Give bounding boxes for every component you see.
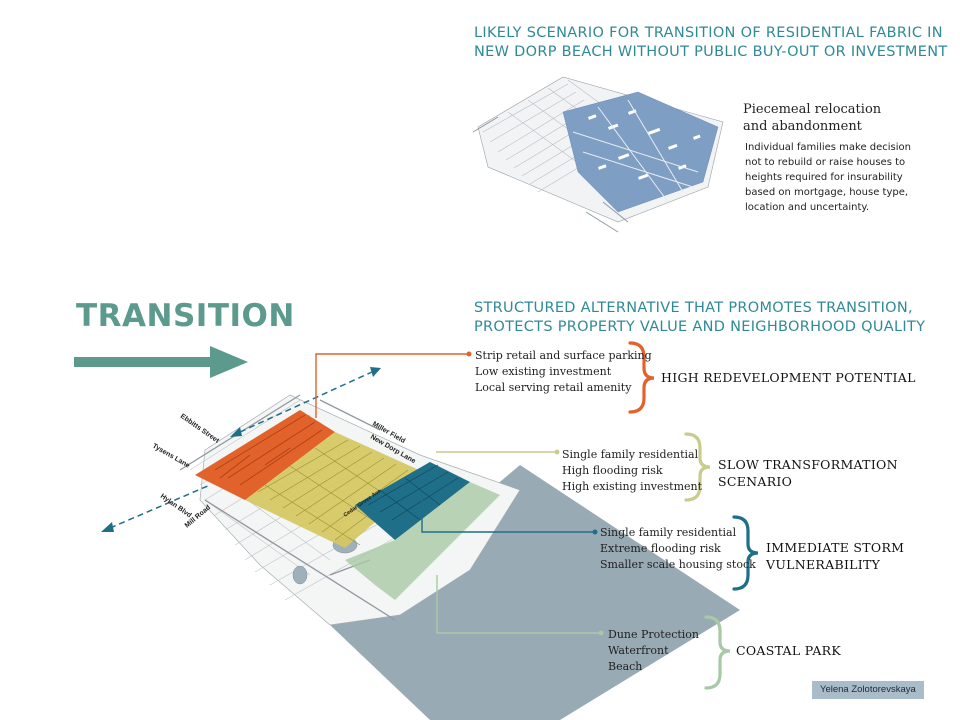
zone-blue-category: IMMEDIATE STORM VULNERABILITY: [766, 539, 904, 573]
zone-yellow-category: SLOW TRANSFORMATION SCENARIO: [718, 456, 898, 490]
author-credit: Yelena Zolotorevskaya: [812, 681, 924, 699]
feature-item: Strip retail and surface parking: [475, 349, 652, 362]
label-tysens-lane: Tysens Lane: [151, 443, 191, 470]
bottom-title-line-1: STRUCTURED ALTERNATIVE THAT PROMOTES TRA…: [474, 300, 913, 316]
feature-item: Beach: [608, 660, 643, 673]
category-line: HIGH REDEVELOPMENT POTENTIAL: [661, 370, 916, 385]
axis-arrowhead-icon: [370, 367, 381, 377]
feature-item: Waterfront: [608, 644, 669, 657]
top-title-line-1: LIKELY SCENARIO FOR TRANSITION OF RESIDE…: [474, 25, 943, 41]
desc-line: Individual families make decision: [745, 142, 912, 153]
category-line: SLOW TRANSFORMATION: [718, 457, 898, 472]
category-line: VULNERABILITY: [766, 557, 881, 572]
ocean-water: [330, 465, 740, 720]
brace-yellow-icon: [684, 432, 711, 502]
desc-line: not to rebuild or raise houses to: [745, 157, 906, 168]
brace-orange-icon: [628, 341, 655, 414]
piecemeal-subtitle: Piecemeal relocation and abandonment: [743, 101, 881, 135]
leader-dot-green: [598, 630, 604, 636]
label-ebbitts-street: Ebbitts Street: [179, 413, 221, 445]
leader-dot-yellow: [554, 449, 560, 455]
category-line: SCENARIO: [718, 474, 793, 489]
zone-green-category: COASTAL PARK: [736, 642, 841, 659]
feature-item: Low existing investment: [475, 365, 612, 378]
brace-blue-icon: [732, 515, 759, 591]
piecemeal-subtitle-line-1: Piecemeal relocation: [743, 102, 882, 117]
feature-item: Smaller scale housing stock: [600, 558, 756, 571]
leader-dot-orange: [466, 351, 472, 357]
feature-item: Single family residential: [562, 448, 699, 461]
zone-blue-features: Single family residential Extreme floodi…: [600, 525, 756, 573]
zone-yellow-features: Single family residential High flooding …: [562, 447, 702, 495]
top-title: LIKELY SCENARIO FOR TRANSITION OF RESIDE…: [474, 24, 948, 62]
leader-line-blue: [421, 496, 594, 533]
zone-green-features: Dune Protection Waterfront Beach: [608, 627, 699, 675]
piecemeal-subtitle-line-2: and abandonment: [743, 119, 862, 134]
category-line: IMMEDIATE STORM: [766, 540, 905, 555]
bottom-title-line-2: PROTECTS PROPERTY VALUE AND NEIGHBORHOOD…: [474, 319, 926, 335]
piecemeal-abandonment-map: [472, 76, 724, 233]
axis-arrowhead-icon: [230, 427, 242, 437]
transition-arrow-icon: [74, 346, 248, 378]
leader-line-green: [436, 575, 600, 634]
leader-line-orange: [315, 353, 468, 418]
label-hylan-blvd: Hylan Blvd: [159, 493, 193, 519]
feature-item: Extreme flooding risk: [600, 542, 721, 555]
transition-label: TRANSITION: [76, 298, 295, 334]
leader-dot-blue: [592, 529, 598, 535]
top-map-abandoned-lots: [562, 91, 719, 213]
feature-item: High existing investment: [562, 480, 703, 493]
bottom-title: STRUCTURED ALTERNATIVE THAT PROMOTES TRA…: [474, 299, 925, 337]
feature-item: Dune Protection: [608, 628, 700, 641]
new-dorp-axis: [239, 371, 373, 433]
category-line: COASTAL PARK: [736, 643, 841, 658]
zone-high-redevelopment: [195, 410, 335, 500]
zone-coastal-park: [345, 482, 500, 600]
top-title-line-2: NEW DORP BEACH WITHOUT PUBLIC BUY-OUT OR…: [474, 44, 948, 60]
feature-item: High flooding risk: [562, 464, 663, 477]
zone-immediate-storm-vulnerability: [355, 462, 470, 540]
top-map-roads: [472, 116, 629, 233]
hylan-blvd-axis: [109, 484, 211, 529]
desc-line: based on mortgage, house type,: [745, 187, 909, 198]
piecemeal-description: Individual families make decision not to…: [745, 140, 911, 215]
feature-item: Single family residential: [600, 526, 737, 539]
zone-orange-category: HIGH REDEVELOPMENT POTENTIAL: [661, 369, 916, 386]
desc-line: heights required for insurability: [745, 172, 903, 183]
brace-green-icon: [704, 615, 731, 690]
axis-arrowhead-icon: [101, 522, 114, 532]
zone-orange-features: Strip retail and surface parking Low exi…: [475, 348, 652, 396]
desc-line: location and uncertainty.: [745, 202, 870, 213]
feature-item: Local serving retail amenity: [475, 381, 632, 394]
